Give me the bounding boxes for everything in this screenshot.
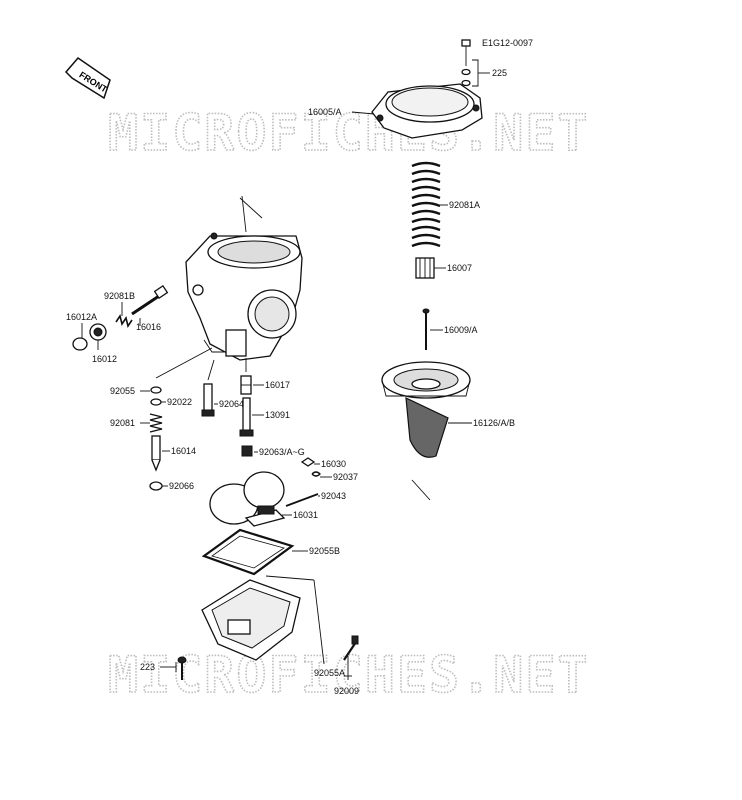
spring-92081-icon [149, 413, 163, 433]
label-13091: 13091 [265, 410, 290, 420]
needle-jet-13091-icon [239, 397, 254, 437]
label-92055b: 92055B [309, 546, 340, 556]
spring-92081b-icon [115, 314, 133, 328]
plunger-16014-icon [151, 435, 161, 472]
clip-92037-icon [311, 471, 321, 477]
pilot-screw-16016-icon [131, 284, 169, 316]
label-92055a: 92055A [314, 668, 345, 678]
o-ring-92055-icon [150, 386, 162, 394]
label-223: 223 [140, 662, 155, 672]
front-arrow-icon: FRONT [64, 57, 111, 100]
needle-holder-16007-icon [415, 257, 435, 279]
screw-225-icon [461, 39, 490, 87]
label-92055: 92055 [110, 386, 135, 396]
label-16016: 16016 [136, 322, 161, 332]
drain-screw-92009-icon [343, 635, 359, 661]
plug-16012a-icon [72, 337, 88, 351]
spring-92081a-icon [411, 161, 441, 248]
label-92081a: 92081A [449, 200, 480, 210]
label-225: 225 [492, 68, 507, 78]
label-92064: 92064 [219, 399, 244, 409]
plug-92064-icon [201, 383, 215, 417]
label-16012a: 16012A [66, 312, 97, 322]
vacuum-piston-16126ab-icon [381, 361, 471, 458]
float-16031-icon [209, 471, 286, 527]
carburetor-body-icon [185, 232, 303, 361]
label-92037: 92037 [333, 472, 358, 482]
washer-92022-icon [150, 398, 162, 406]
watermark-top: MICROFICHES.NET [108, 104, 590, 162]
screw-223-icon [177, 656, 187, 680]
jet-16017-icon [240, 375, 252, 395]
main-jet-92063-icon [241, 445, 253, 457]
label-16009a: 16009/A [444, 325, 478, 335]
label-92043: 92043 [321, 491, 346, 501]
label-16031: 16031 [293, 510, 318, 520]
gasket-92055b-icon [201, 528, 295, 576]
label-16007: 16007 [447, 263, 472, 273]
label-16005a: 16005/A [308, 107, 342, 117]
label-92022: 92022 [167, 397, 192, 407]
label-92063ag: 92063/A~G [259, 447, 305, 457]
label-16017: 16017 [265, 380, 290, 390]
valve-16030-icon [300, 457, 316, 467]
cap-16012-icon [89, 323, 107, 341]
label-92066: 92066 [169, 481, 194, 491]
float-bowl-icon [201, 579, 301, 661]
label-16030: 16030 [321, 459, 346, 469]
label-92009: 92009 [334, 686, 359, 696]
diagram-code: E1G12-0097 [482, 38, 533, 48]
pin-92043-icon [285, 493, 319, 507]
top-cover-16005a-icon [371, 83, 483, 139]
label-92081: 92081 [110, 418, 135, 428]
cap-92066-icon [149, 481, 163, 491]
label-16014: 16014 [171, 446, 196, 456]
label-92081b: 92081B [104, 291, 135, 301]
jet-needle-16009a-icon [422, 308, 430, 350]
label-16126ab: 16126/A/B [473, 418, 515, 428]
label-16012: 16012 [92, 354, 117, 364]
